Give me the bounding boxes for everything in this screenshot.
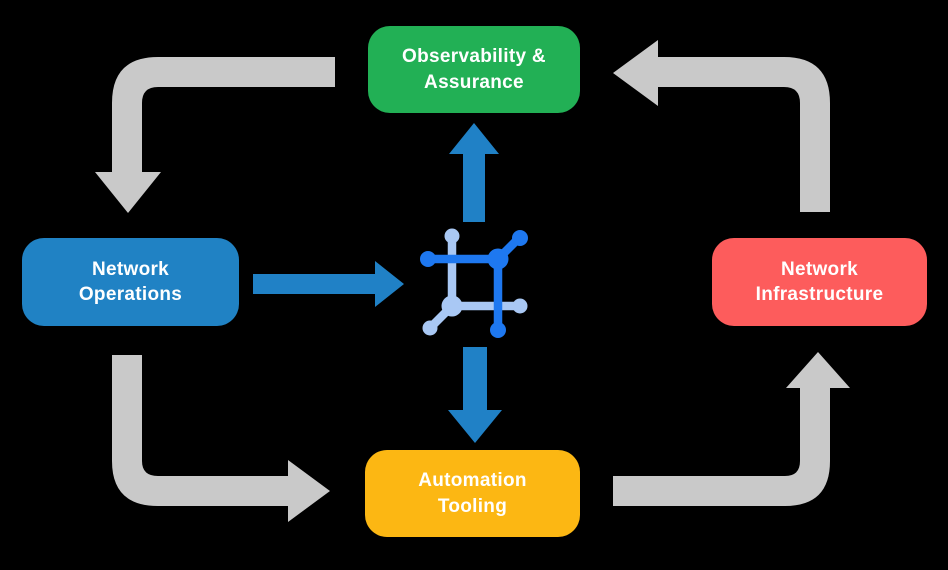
node-network-operations: Network Operations (22, 238, 239, 326)
node-infrastructure-label: Network Infrastructure (755, 258, 884, 305)
arrow-infrastructure-to-observability (613, 40, 830, 212)
arrow-operations-to-automation (112, 355, 330, 522)
arrow-observability-to-operations (95, 57, 335, 213)
icon-bottom-left-node (441, 295, 463, 317)
arrow-operations-to-center (253, 261, 404, 307)
node-automation-tooling: Automation Tooling (365, 450, 580, 537)
arrow-center-to-observability (449, 123, 499, 222)
network-icon-dark-dots (420, 230, 528, 338)
node-operations-label: Network Operations (78, 258, 183, 305)
icon-top-left-dot (444, 228, 460, 244)
icon-top-right-node (487, 248, 509, 270)
network-icon-light-dots (422, 228, 528, 336)
node-observability-label: Observability & Assurance (402, 46, 546, 93)
icon-bottom-dot (490, 322, 506, 338)
icon-right-dot (512, 298, 528, 314)
icon-left-dot (420, 251, 436, 267)
network-nodes-icon (420, 228, 528, 338)
node-automation-label: Automation Tooling (418, 470, 527, 517)
node-observability-assurance: Observability & Assurance (368, 26, 580, 113)
icon-top-right-dot (512, 230, 528, 246)
icon-bottom-left-dot (422, 320, 438, 336)
arrow-center-to-automation (448, 347, 502, 443)
arrow-automation-to-infrastructure (613, 352, 850, 506)
node-network-infrastructure: Network Infrastructure (712, 238, 927, 326)
